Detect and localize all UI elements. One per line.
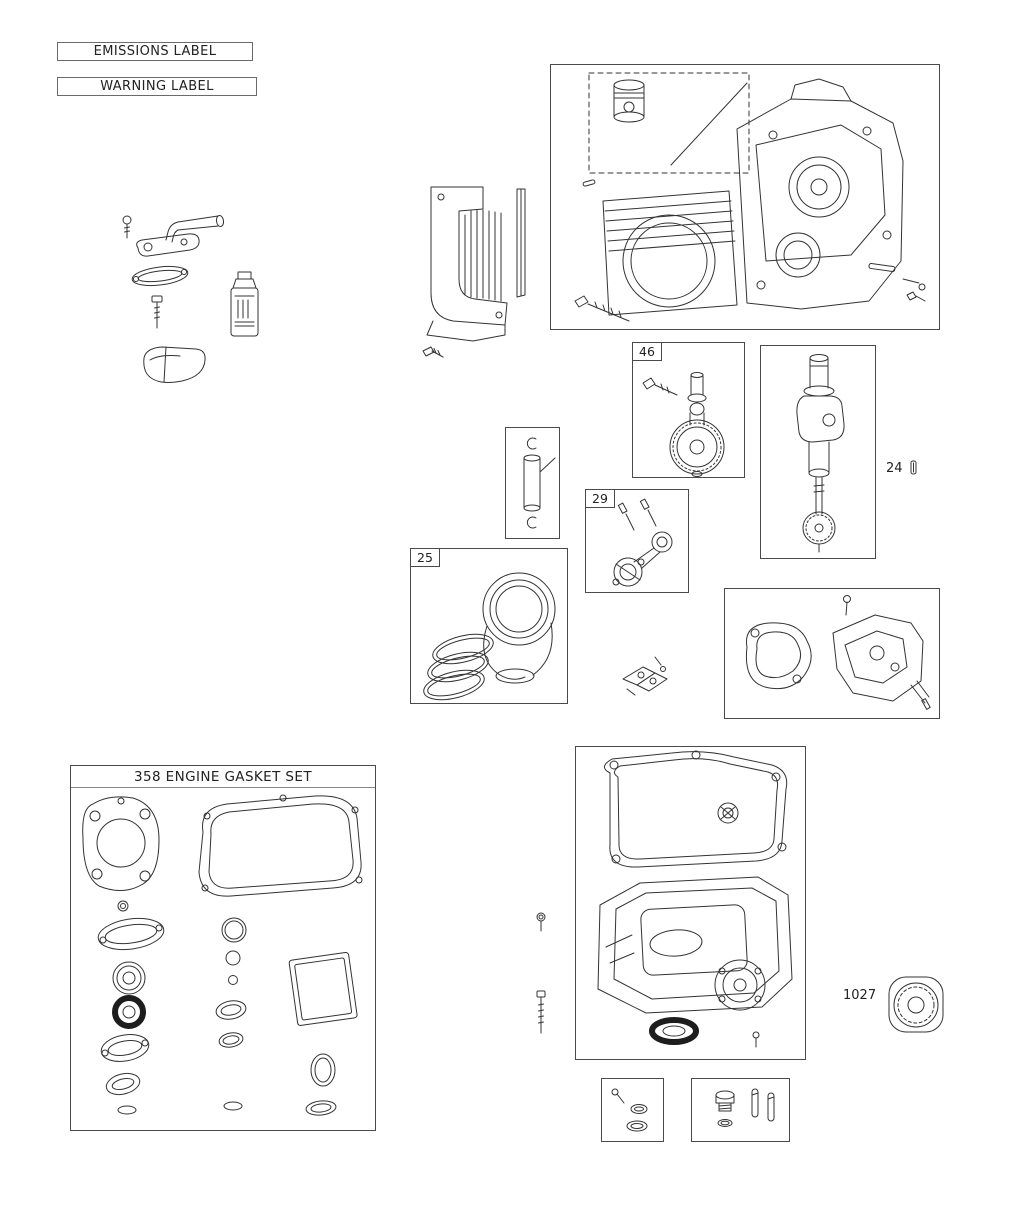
blower-housing-bracket-drawing [422,186,526,358]
piston-rings-callout: 25 [410,548,440,567]
key-icon-drawing [910,460,917,475]
camshaft-callout: 46 [632,342,662,361]
oil-sump-box [575,746,806,1060]
camshaft-box: 46 [632,342,745,478]
connecting-rod-box: 29 [585,489,689,593]
piston-rings-drawing [423,572,556,701]
camshaft-drawing [642,372,725,477]
piston-pin-drawing [523,437,556,529]
gasket-set-title: 358 ENGINE GASKET SET [71,766,375,788]
sump-bolts-drawing [536,912,546,1034]
governor-bracket-box [724,588,940,719]
emissions-label: EMISSIONS LABEL [57,42,253,61]
governor-bracket-drawing [745,595,931,710]
piston-rings-box: 25 [410,548,568,704]
crankshaft-box [760,345,876,559]
drain-plug-box [601,1078,664,1142]
gasket-set-drawing [82,794,363,1116]
connecting-rod-drawing [612,498,673,587]
breather-parts-drawing [122,215,259,383]
crankshaft-drawing [796,354,845,553]
crankshaft-callout-24: 24 [886,461,903,476]
cylinder-assembly-drawing [574,72,926,322]
piston-pin-box [505,427,560,539]
oil-filter-callout: 1027 [843,988,877,1003]
oil-filter-drawing [888,976,944,1033]
dowel-pin-box [691,1078,790,1142]
gasket-set-box: 358 ENGINE GASKET SET [70,765,376,1131]
dowel-pin-drawing [715,1088,775,1127]
drain-plug-drawing [611,1088,648,1132]
warning-label: WARNING LABEL [57,77,257,96]
oil-sump-drawing [597,750,793,1048]
cylinder-assembly-box [550,64,940,330]
connecting-rod-callout: 29 [585,489,615,508]
rocker-parts-drawing [622,656,668,696]
